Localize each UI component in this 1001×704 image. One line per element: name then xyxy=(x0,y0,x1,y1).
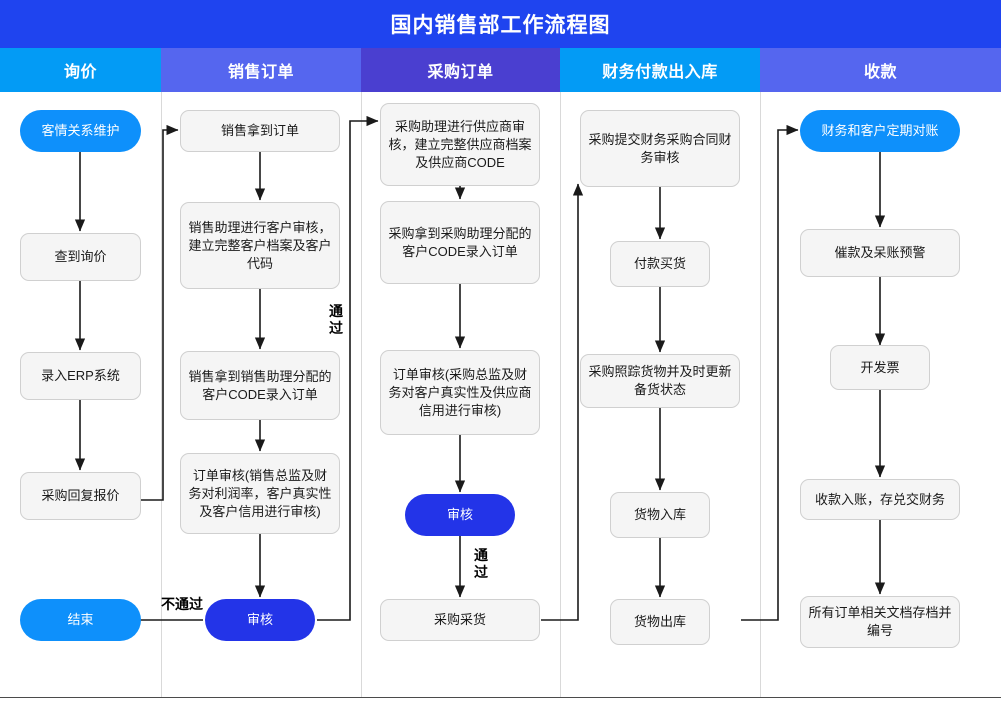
node-goods-outbound[interactable]: 货物出库 xyxy=(610,599,710,645)
node-erp-entry[interactable]: 录入ERP系统 xyxy=(20,352,141,400)
lane-header-销售订单: 销售订单 xyxy=(161,48,361,92)
node-purchasing-code-order-entry[interactable]: 采购拿到采购助理分配的客户CODE录入订单 xyxy=(380,201,540,284)
page-title: 国内销售部工作流程图 xyxy=(0,0,1001,48)
node-sales-order-audit[interactable]: 订单审核(销售总监及财务对利润率，客户真实性及客户信用进行审核) xyxy=(180,453,340,534)
node-receipt-posting[interactable]: 收款入账，存兑交财务 xyxy=(800,479,960,520)
edge-label-pass-lane2: 通 过 xyxy=(329,303,343,336)
node-sales-approval-decision[interactable]: 审核 xyxy=(205,599,315,641)
node-purchase-quote-reply[interactable]: 采购回复报价 xyxy=(20,472,141,520)
edge-label-fail-lane2: 不通过 xyxy=(161,596,203,612)
lane-header-询价: 询价 xyxy=(0,48,161,92)
node-collection-and-bad-debt-alert[interactable]: 催款及呆账预警 xyxy=(800,229,960,277)
node-sales-code-order-entry[interactable]: 销售拿到销售助理分配的客户CODE录入订单 xyxy=(180,351,340,420)
lane-divider xyxy=(560,92,561,698)
node-sales-order-received[interactable]: 销售拿到订单 xyxy=(180,110,340,152)
lane-header-收款: 收款 xyxy=(760,48,1001,92)
node-end[interactable]: 结束 xyxy=(20,599,141,641)
node-issue-invoice[interactable]: 开发票 xyxy=(830,345,930,390)
edge-label-pass-lane3: 通 过 xyxy=(474,547,488,580)
node-start-customer-relations[interactable]: 客情关系维护 xyxy=(20,110,141,152)
bottom-rule xyxy=(0,697,1001,698)
lane-divider xyxy=(361,92,362,698)
node-finance-contract-review[interactable]: 采购提交财务采购合同财务审核 xyxy=(580,110,740,187)
node-purchasing-approval-decision[interactable]: 审核 xyxy=(405,494,515,536)
node-track-goods-update-status[interactable]: 采购照踪货物并及时更新备货状态 xyxy=(580,354,740,408)
node-purchasing-order-audit[interactable]: 订单审核(采购总监及财务对客户真实性及供应商信用进行审核) xyxy=(380,350,540,435)
node-goods-inbound[interactable]: 货物入库 xyxy=(610,492,710,538)
node-archive-documents[interactable]: 所有订单相关文档存档并编号 xyxy=(800,596,960,648)
node-purchasing-buy-goods[interactable]: 采购采货 xyxy=(380,599,540,641)
node-periodic-reconciliation[interactable]: 财务和客户定期对账 xyxy=(800,110,960,152)
lane-header-采购订单: 采购订单 xyxy=(361,48,560,92)
node-inquiry-received[interactable]: 查到询价 xyxy=(20,233,141,281)
node-sales-assistant-customer-review[interactable]: 销售助理进行客户审核，建立完整客户档案及客户代码 xyxy=(180,202,340,289)
node-payment-purchase[interactable]: 付款买货 xyxy=(610,241,710,287)
lane-divider xyxy=(760,92,761,698)
lane-header-财务付款出入库: 财务付款出入库 xyxy=(560,48,760,92)
node-purchasing-assistant-supplier-review[interactable]: 采购助理进行供应商审核，建立完整供应商档案及供应商CODE xyxy=(380,103,540,186)
